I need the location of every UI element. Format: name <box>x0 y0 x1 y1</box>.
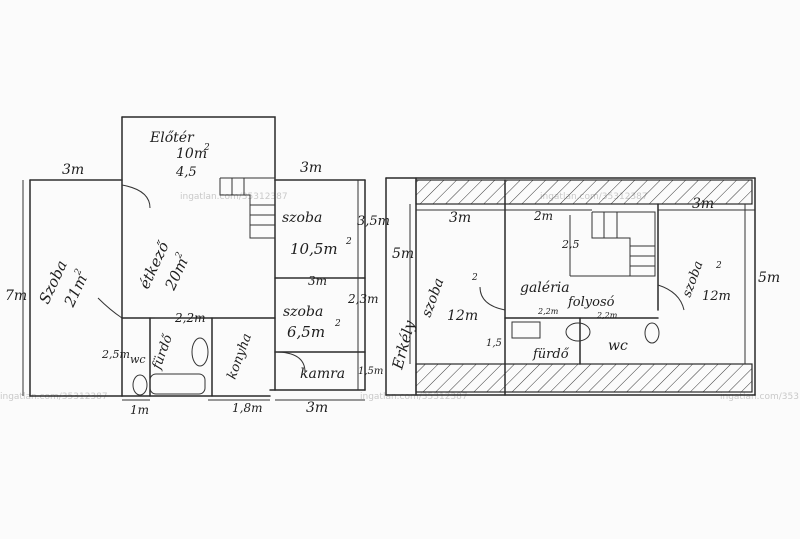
kamra-label: kamra <box>300 366 345 382</box>
szoba-1-name: szoba <box>282 210 322 226</box>
upper-dim-small-2: 2,2m <box>596 311 618 320</box>
upper-dim-right-height: 5m <box>758 270 780 286</box>
dim-bottom-right: 3m <box>306 400 328 416</box>
erkely-label: Erkély <box>388 318 419 372</box>
ground-floor-dimension-lines <box>22 179 365 401</box>
upper-dim-top-right: 3m <box>692 196 714 212</box>
upper-dim-top-mid: 2m <box>533 209 553 223</box>
upper-dim-small-1: 2,2m <box>537 307 559 316</box>
dim-furdo-w: 2,2m <box>174 311 205 325</box>
galeria-line2: folyosó <box>567 295 615 310</box>
upper-furdo-label: fürdő <box>532 347 570 362</box>
upper-floor-walls <box>385 177 756 396</box>
etkezo-sup: 2 <box>173 250 185 261</box>
watermark-3: ingatlan.com/35312387 <box>0 392 108 402</box>
szoba-left-sup: 2 <box>471 273 478 283</box>
dim-mid-width: 3m <box>308 274 327 288</box>
konyha-name: konyha <box>225 332 255 382</box>
upper-wc-label: wc <box>608 338 628 354</box>
dim-bottom-mid: 1,8m <box>232 401 262 415</box>
konyha-label: konyha <box>225 332 255 382</box>
furdo-label: fürdő <box>149 332 176 373</box>
upper-dim-top-left: 3m <box>449 210 471 226</box>
dim-bottom-left: 1m <box>130 403 149 417</box>
szoba-big-label: Szoba 21m 2 <box>35 258 91 311</box>
eloter-area: 10m <box>176 146 207 162</box>
szoba-1-area: 10,5m <box>290 240 338 258</box>
szoba-left-label: szoba <box>419 276 448 319</box>
szoba-left-area: 12m <box>447 308 478 324</box>
upper-dim-left-height: 5m <box>392 246 414 262</box>
szoba-2-sup: 2 <box>334 319 341 329</box>
dim-left-height: 7m <box>5 288 27 304</box>
watermark-4: ingatlan.com/35312387 <box>360 392 468 402</box>
galeria-line1: galéria <box>520 280 570 296</box>
szoba-right-area: 12m <box>702 289 731 304</box>
eloter-dim: 4,5 <box>175 165 197 180</box>
szoba-right-sup: 2 <box>715 261 722 271</box>
etkezo-label: étkező 20m 2 <box>135 238 191 294</box>
dim-top-left: 3m <box>62 162 84 178</box>
upper-dim-small-3: 1,5 <box>486 338 502 349</box>
szoba-2-name: szoba <box>283 304 323 320</box>
erkely-name: Erkély <box>388 318 419 372</box>
eloter-name: Előtér <box>149 130 195 146</box>
szoba-2-area: 6,5m <box>287 323 325 341</box>
watermark-1: ingatlan.com/35312387 <box>180 192 288 202</box>
furdo-name: fürdő <box>149 332 176 373</box>
szoba-big-sup: 2 <box>73 267 85 278</box>
ground-floor-plan: Előtér 10m 2 4,5 Szoba 21m 2 étkező 20m … <box>5 116 390 417</box>
szoba-left-name: szoba <box>419 276 448 319</box>
eloter-area-sup: 2 <box>203 143 210 153</box>
upper-dim-stair: 2,5 <box>561 238 580 251</box>
dim-right-h1: 3,5m <box>357 214 390 229</box>
upper-floor-plan: Erkély szoba 12m 2 galéria folyosó szoba… <box>385 177 780 396</box>
dim-right-h2: 2,3m <box>347 292 378 306</box>
dim-top-right: 3m <box>300 160 322 176</box>
upper-floor-dimension-lines <box>409 204 755 364</box>
dim-wc-h: 2,5m <box>101 348 130 361</box>
wc-label: wc <box>130 353 146 366</box>
dim-right-h3: 1,5m <box>358 366 383 377</box>
szoba-1-sup: 2 <box>345 237 352 247</box>
watermark-5: ingatlan.com/35312387 <box>720 392 800 402</box>
